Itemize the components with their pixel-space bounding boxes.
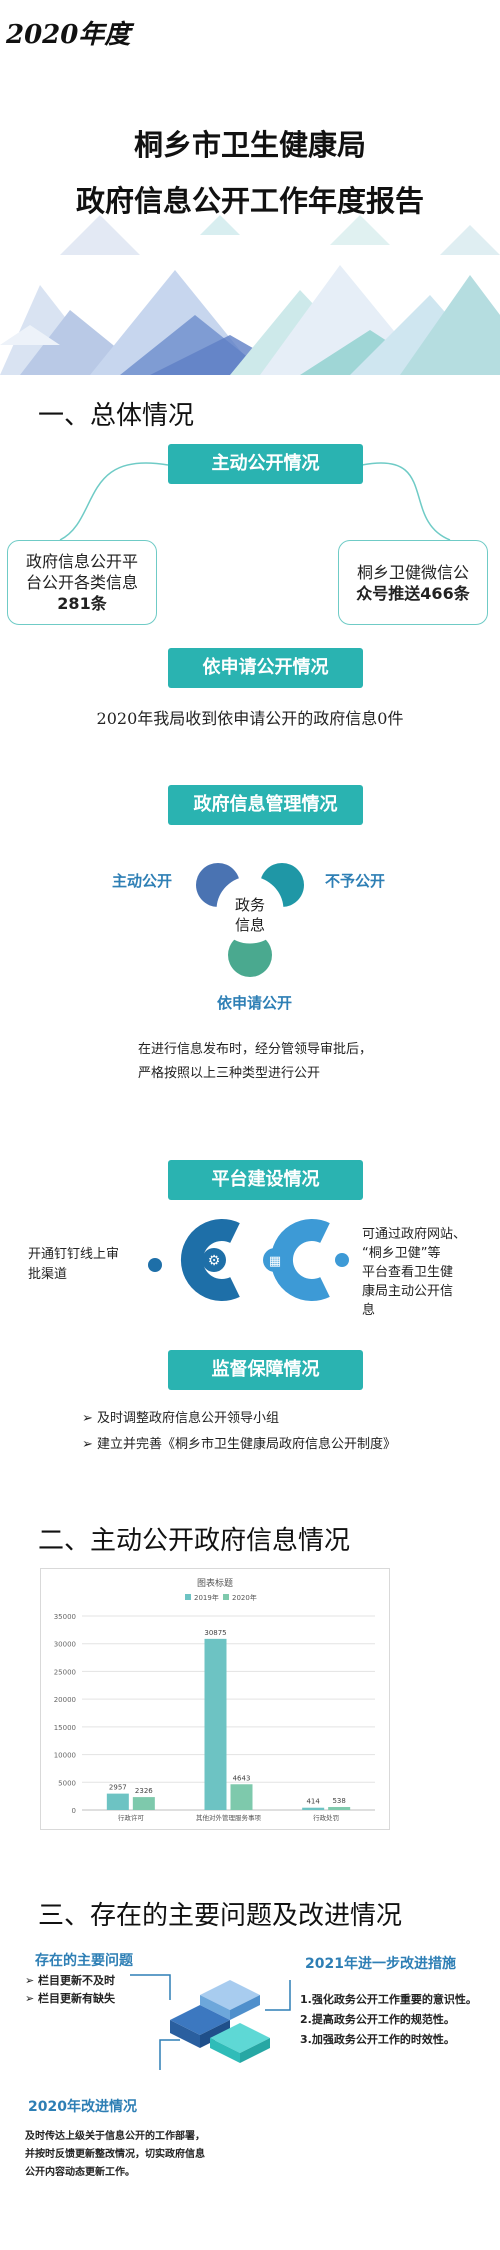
supervision-pill: 监督保障情况 xyxy=(168,1350,363,1390)
x-tick-label: 行政处罚 xyxy=(313,1813,339,1822)
data-label: 538 xyxy=(332,1797,345,1805)
right-dot xyxy=(335,1253,349,1267)
bar xyxy=(132,1797,155,1810)
disclosure-bar-chart: 图表标题 2019年 2020年 0 5000 10000 15000 20000 2500… xyxy=(40,1568,390,1830)
y-tick-label: 25000 xyxy=(54,1668,76,1676)
bar xyxy=(106,1793,129,1810)
data-label: 2326 xyxy=(135,1787,153,1795)
bar xyxy=(302,1807,325,1810)
legend-swatch xyxy=(185,1594,191,1600)
gear-icon: ⚙ xyxy=(208,1253,221,1269)
bar xyxy=(328,1807,351,1810)
next-steps-title: 2021年进一步改进措施 xyxy=(305,1956,456,1972)
dingtalk-text: 开通钉钉线上审 批渠道 xyxy=(28,1247,120,1282)
info-management-pill: 政府信息管理情况 xyxy=(168,785,363,825)
on-request-circle xyxy=(228,933,272,977)
connector-curves xyxy=(59,462,451,541)
supervision-item: ➢ 建立并完善《桐乡市卫生健康局政府信息公开制度》 xyxy=(82,1437,397,1452)
on-request-pill: 依申请公开情况 xyxy=(168,648,363,688)
data-label: 30875 xyxy=(204,1629,226,1637)
y-tick-label: 0 xyxy=(72,1807,76,1815)
chart-title: 图表标题 xyxy=(197,1577,233,1589)
data-label: 2957 xyxy=(109,1784,127,1792)
x-tick-label: 行政许可 xyxy=(118,1813,145,1822)
platform-info-box: 政府信息公开平 台公开各类信息 281条 xyxy=(7,540,157,625)
info-management-diagram xyxy=(196,863,304,977)
gov-info-center: 政务 信息 xyxy=(234,896,265,934)
platform-diagram: ⚙ ▦ xyxy=(181,1219,330,1301)
data-label: 414 xyxy=(306,1798,320,1806)
problems-title: 存在的主要问题 xyxy=(35,1953,133,1969)
bar xyxy=(230,1784,253,1810)
y-tick-label: 35000 xyxy=(54,1613,76,1621)
page-title-line1: 桐乡市卫生健康局 xyxy=(133,128,366,162)
cube-illustration xyxy=(130,1974,291,2070)
section1-heading: 一、总体情况 xyxy=(38,401,195,431)
improvement-title: 2020年改进情况 xyxy=(28,2099,137,2115)
label-active-disclosure: 主动公开 xyxy=(112,872,173,890)
management-desc-line1: 在进行信息发布时，经分管领导审批后， xyxy=(138,1042,373,1057)
supervision-item: ➢ 及时调整政府信息公开领导小组 xyxy=(82,1411,280,1426)
label-no-disclosure: 不予公开 xyxy=(325,872,386,890)
y-tick-label: 10000 xyxy=(54,1752,76,1760)
y-tick-label: 20000 xyxy=(54,1696,76,1704)
on-request-text: 2020年我局收到依申请公开的政府信息0件 xyxy=(96,709,404,728)
left-dot xyxy=(148,1258,162,1272)
problem-item: ➢ 栏目更新有缺失 xyxy=(25,1992,116,2005)
page-title-line2: 政府信息公开工作年度报告 xyxy=(75,184,424,218)
legend-label: 2020年 xyxy=(232,1593,257,1602)
section2-heading: 二、主动公开政府信息情况 xyxy=(38,1526,351,1556)
platform-pill: 平台建设情况 xyxy=(168,1160,363,1200)
wechat-info-box: 桐乡卫健微信公 众号推送466条 xyxy=(338,540,488,625)
data-label: 4643 xyxy=(233,1774,251,1782)
label-on-request: 依申请公开 xyxy=(217,994,293,1012)
section3-heading: 三、存在的主要问题及改进情况 xyxy=(38,1901,403,1931)
y-tick-label: 30000 xyxy=(54,1641,76,1649)
bar xyxy=(204,1638,227,1810)
platform-view-text: 可通过政府网站、 “桐乡卫健”等 平台查看卫生健 康局主动公开信 息 xyxy=(362,1227,467,1318)
year-tag: 2020年度 xyxy=(6,20,131,50)
legend-label: 2019年 xyxy=(194,1593,219,1602)
improvement-text: 及时传达上级关于信息公开的工作部署， 并按时反馈更新整改情况，切实政府信息 公开… xyxy=(25,2131,205,2178)
y-tick-label: 5000 xyxy=(58,1779,76,1787)
header-mountain-decoration xyxy=(0,215,500,375)
y-tick-label: 15000 xyxy=(54,1724,76,1732)
windows-icon: ▦ xyxy=(269,1254,281,1269)
problem-item: ➢ 栏目更新不及时 xyxy=(25,1974,116,1987)
active-disclosure-pill: 主动公开情况 xyxy=(168,444,363,484)
legend-swatch xyxy=(223,1594,229,1600)
management-desc-line2: 严格按照以上三种类型进行公开 xyxy=(138,1066,321,1081)
next-steps-list: 1.强化政务公开工作重要的意识性。 2.提高政务公开工作的规范性。 3.加强政务… xyxy=(300,1993,477,2046)
x-tick-label: 其他对外管理服务事项 xyxy=(196,1813,262,1822)
